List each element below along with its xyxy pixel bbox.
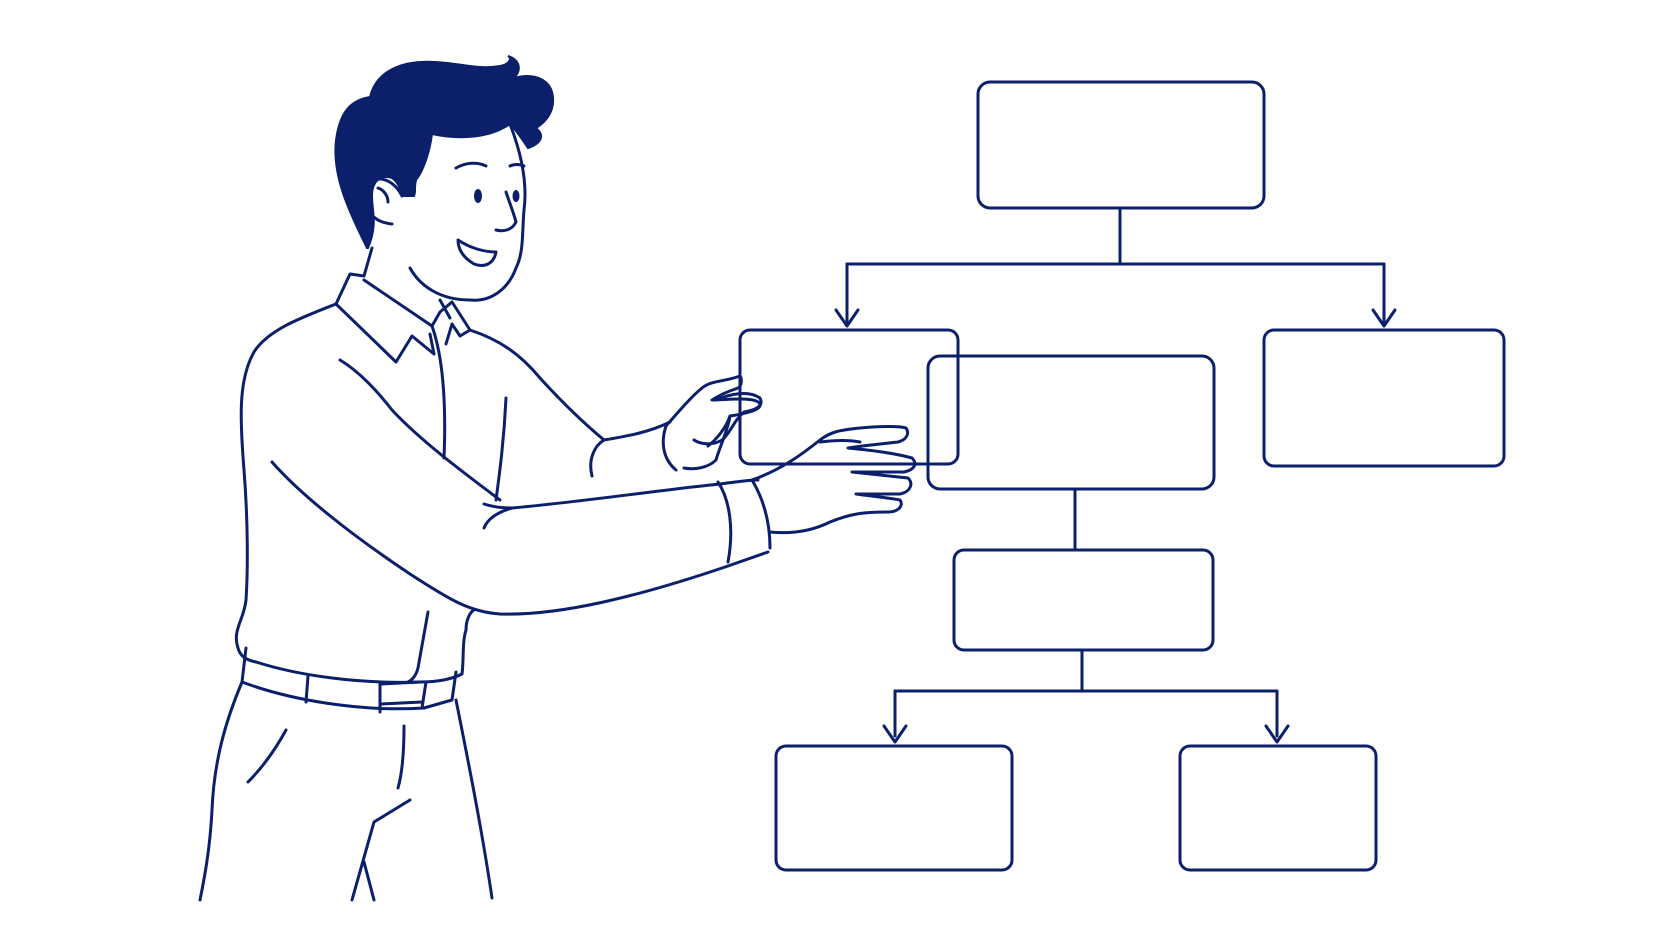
person-left-arm-crease: [482, 506, 514, 530]
person-figure: [198, 55, 960, 902]
org-chart: [774, 80, 1506, 872]
chart-node-bottom-right: [1178, 744, 1378, 872]
person-right-leg: [454, 698, 494, 900]
arrow-down-icon: [882, 724, 908, 744]
arrow-down-icon: [1371, 308, 1397, 328]
person-waist: [254, 608, 476, 684]
person-pants-fold: [246, 724, 406, 790]
person-leg-inner: [350, 798, 412, 902]
person-nose: [494, 190, 518, 233]
person-left-leg: [198, 680, 244, 902]
person-eye: [512, 190, 520, 202]
person-right-arm: [468, 328, 672, 442]
person-collar: [334, 272, 472, 364]
chart-connectors: [845, 206, 1386, 738]
person-eyebrow: [508, 163, 526, 168]
person-left-hand-knuckle: [818, 439, 862, 444]
chart-node-highlighted: [926, 354, 1216, 491]
person-shirt-tuck: [406, 610, 430, 684]
arrow-down-icon: [1264, 724, 1290, 744]
person-right-thumb: [692, 392, 763, 446]
chart-node-bottom-left: [774, 744, 1014, 872]
person-shirt-placket: [430, 324, 508, 502]
chart-node-middle: [952, 548, 1215, 652]
person-left-arm: [270, 460, 730, 616]
chart-arrowheads: [834, 308, 1397, 744]
person-belt: [240, 646, 458, 714]
person-mouth: [456, 238, 498, 267]
person-belt-buckle: [378, 680, 424, 706]
person-right-cuff: [589, 424, 678, 478]
held-chart-node: [738, 328, 960, 466]
person-ear-detail: [376, 186, 390, 204]
arrow-down-icon: [834, 308, 860, 328]
person-face: [408, 122, 527, 302]
person-eye: [474, 189, 482, 203]
person-shirt: [234, 302, 338, 664]
person-left-arm-top: [482, 478, 760, 510]
person-left-hand: [750, 425, 917, 535]
person-right-hand: [664, 374, 762, 471]
chart-node-root: [976, 80, 1266, 210]
person-shirt-fold: [338, 358, 502, 502]
chart-node-right: [1262, 328, 1506, 468]
person-ear: [362, 177, 404, 226]
person-left-cuff: [716, 478, 772, 568]
person-eyebrow: [454, 161, 488, 170]
